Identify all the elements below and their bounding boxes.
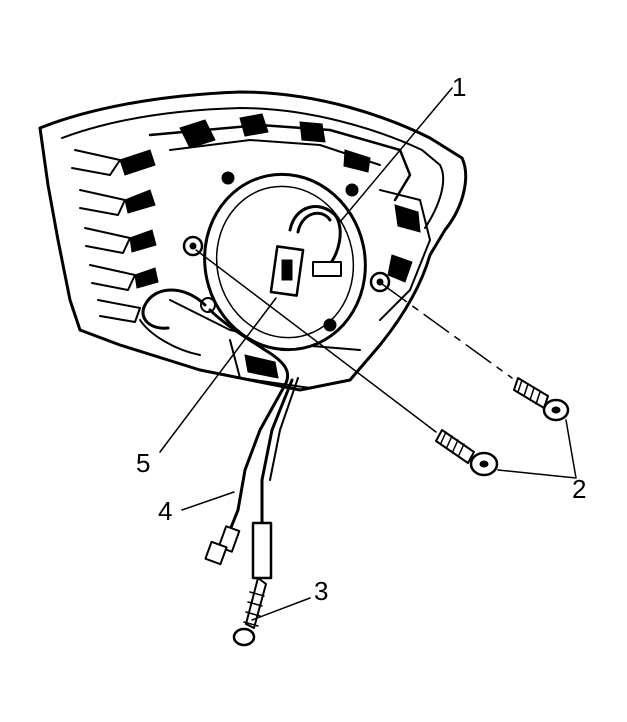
- callout-2: 2: [572, 474, 586, 504]
- module-bolt-lower: [435, 429, 499, 477]
- callout-5: 5: [136, 448, 150, 478]
- inflator-connector: [269, 205, 342, 297]
- housing-ribs: [71, 149, 159, 323]
- wire-harness: [141, 288, 299, 580]
- grounding-screw: [232, 577, 267, 647]
- callout-4: 4: [158, 496, 172, 526]
- alignment-lines: [195, 249, 513, 433]
- callout-1: 1: [452, 72, 466, 102]
- callout-3: 3: [314, 576, 328, 606]
- leader-lines: [159, 87, 577, 621]
- module-bolt-upper: [513, 377, 570, 422]
